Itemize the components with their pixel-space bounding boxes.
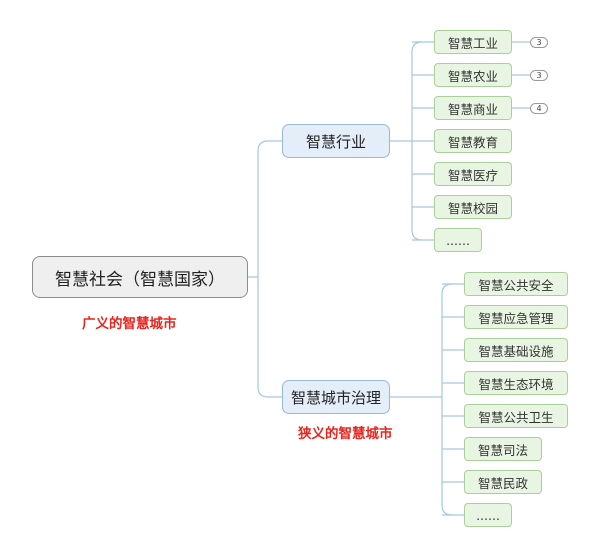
connector-root-to-governance bbox=[257, 277, 282, 398]
leaf-node[interactable]: 智慧公共卫生 bbox=[464, 404, 568, 428]
leaf-node[interactable]: 智慧生态环境 bbox=[464, 371, 568, 395]
leaf-node[interactable]: 智慧农业 bbox=[434, 63, 512, 87]
root-note: 广义的智慧城市 bbox=[82, 316, 177, 332]
leaf-node[interactable]: 智慧基础设施 bbox=[464, 338, 568, 362]
leaf-node[interactable]: 智慧司法 bbox=[464, 437, 542, 461]
leaf-node[interactable]: 智慧公共安全 bbox=[464, 272, 568, 296]
leaf-node[interactable]: ...... bbox=[464, 503, 512, 527]
leaf-node[interactable]: 智慧医疗 bbox=[434, 162, 512, 186]
connector-root-to-industry bbox=[248, 140, 282, 278]
branch-node-city-governance[interactable]: 智慧城市治理 bbox=[282, 380, 390, 414]
branch-node-industry[interactable]: 智慧行业 bbox=[282, 124, 390, 158]
collapsed-count-badge[interactable]: 3 bbox=[530, 69, 548, 81]
collapsed-count-badge[interactable]: 4 bbox=[530, 102, 548, 114]
leaf-node[interactable]: 智慧民政 bbox=[464, 470, 542, 494]
leaf-node[interactable]: 智慧应急管理 bbox=[464, 305, 568, 329]
connector-spine-1 bbox=[441, 283, 453, 516]
leaf-node[interactable]: ...... bbox=[434, 228, 482, 252]
leaf-node[interactable]: 智慧工业 bbox=[434, 30, 512, 54]
leaf-node[interactable]: 智慧商业 bbox=[434, 96, 512, 120]
root-node[interactable]: 智慧社会（智慧国家） bbox=[32, 256, 248, 298]
branch-note-city-governance: 狭义的智慧城市 bbox=[298, 426, 393, 442]
leaf-node[interactable]: 智慧校园 bbox=[434, 195, 512, 219]
leaf-node[interactable]: 智慧教育 bbox=[434, 129, 512, 153]
collapsed-count-badge[interactable]: 3 bbox=[530, 36, 548, 48]
